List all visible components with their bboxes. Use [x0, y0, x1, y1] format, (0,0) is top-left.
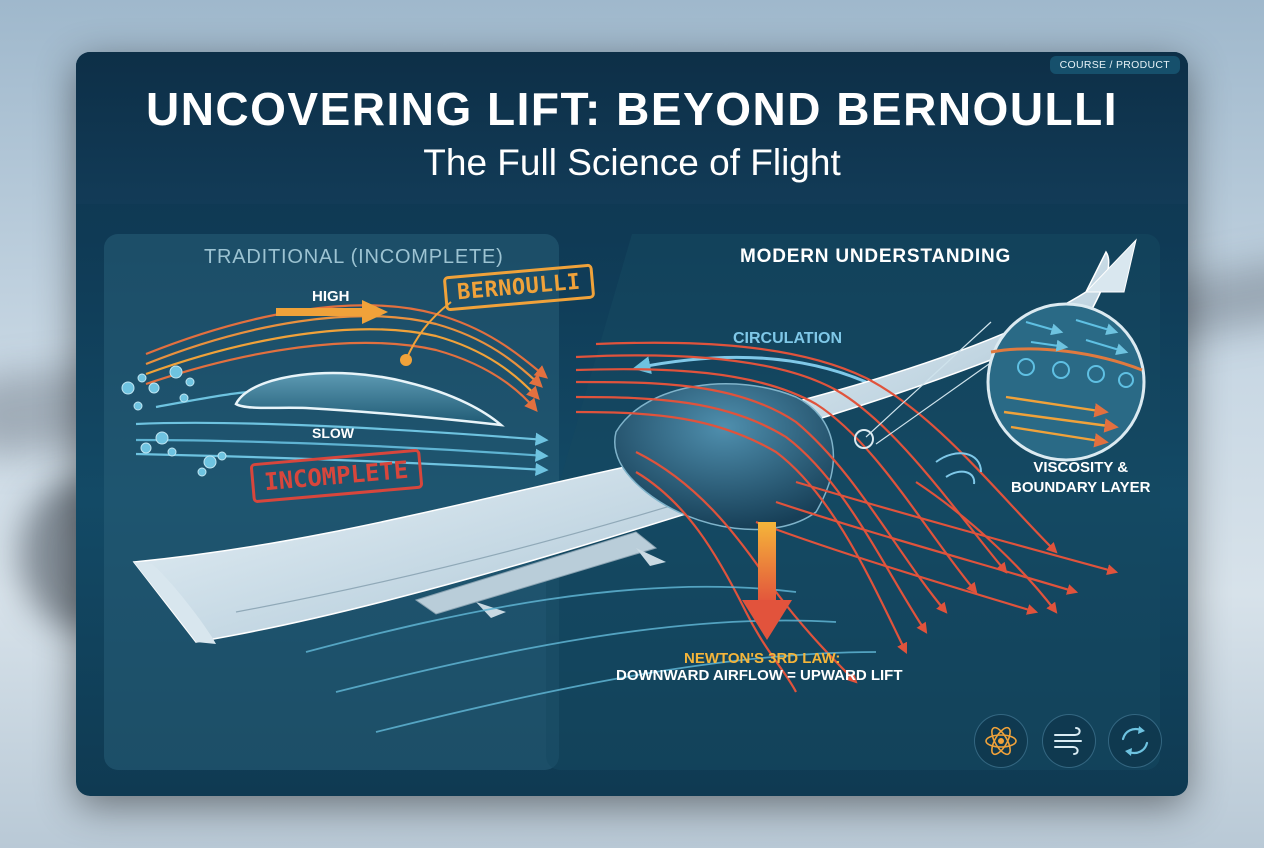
newton-label-line2: DOWNWARD AIRFLOW = UPWARD LIFT: [616, 667, 903, 684]
downwash-streamlines: [575, 341, 1119, 693]
high-label: HIGH: [312, 288, 350, 305]
newton-label-line1: NEWTON'S 3RD LAW:: [684, 650, 841, 667]
viscosity-label-line2: BOUNDARY LAYER: [1011, 479, 1151, 496]
airfoil-shape: [234, 371, 505, 427]
wing-3d: [132, 238, 1137, 644]
slow-label: SLOW: [312, 425, 354, 441]
traditional-heading: TRADITIONAL (INCOMPLETE): [204, 246, 504, 268]
lift-diagram: [121, 238, 1146, 733]
cycle-icon[interactable]: [1108, 714, 1162, 768]
high-speed-arrow: [276, 300, 388, 324]
wind-icon[interactable]: [1042, 714, 1096, 768]
bernoulli-pointer: [400, 301, 452, 366]
downward-force-arrow: [742, 522, 792, 640]
boundary-layer-magnifier: [854, 302, 1146, 485]
atom-icon[interactable]: [974, 714, 1028, 768]
page-subtitle: The Full Science of Flight: [423, 142, 841, 183]
course-product-badge[interactable]: COURSE / PRODUCT: [1049, 56, 1180, 74]
viscosity-label-line1: VISCOSITY &: [1033, 459, 1129, 476]
circulation-label: CIRCULATION: [733, 330, 843, 347]
viscosity-label: VISCOSITY & BOUNDARY LAYER: [1011, 458, 1150, 498]
infographic-card: COURSE / PRODUCT UNCOVERING LIFT: BEYOND…: [76, 52, 1188, 796]
header: COURSE / PRODUCT UNCOVERING LIFT: BEYOND…: [76, 52, 1188, 204]
air-molecules: [121, 365, 227, 477]
page-title: UNCOVERING LIFT: BEYOND BERNOULLI: [145, 83, 1119, 135]
modern-heading: MODERN UNDERSTANDING: [740, 246, 1012, 267]
circulation-arc: [632, 355, 867, 384]
